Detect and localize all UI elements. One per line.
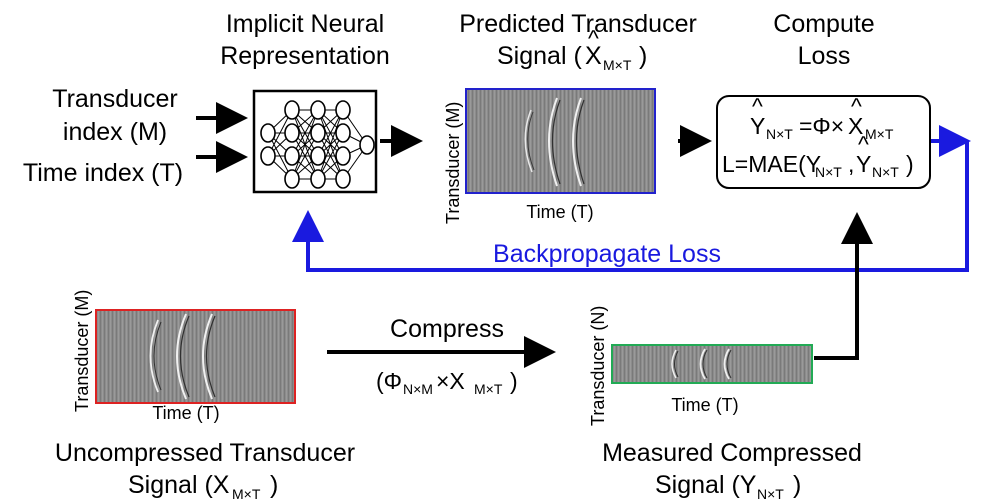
uncompressed-signal-image xyxy=(95,309,296,404)
predicted-y-axis-label: Transducer (M) xyxy=(443,102,463,224)
svg-text:N×T: N×T xyxy=(872,164,899,180)
svg-text:^: ^ xyxy=(858,131,869,157)
svg-text:M×T: M×T xyxy=(603,57,632,73)
svg-text:,: , xyxy=(848,151,854,177)
uncompressed-caption-line1: Uncompressed Transducer xyxy=(55,439,355,467)
svg-text:=Φ×: =Φ× xyxy=(799,113,844,139)
svg-text:^: ^ xyxy=(851,93,862,119)
nn-node xyxy=(335,123,351,143)
svg-text:N×M: N×M xyxy=(403,381,433,397)
svg-text:): ) xyxy=(270,471,278,499)
measured-y-axis-label: Transducer (N) xyxy=(588,306,608,426)
predicted-x-axis-label: Time (T) xyxy=(526,202,593,222)
svg-text:X: X xyxy=(848,113,863,139)
svg-text:M×T: M×T xyxy=(232,486,261,502)
measured-caption-line2: Signal (Y N×T ) xyxy=(655,471,801,502)
compress-formula: (Φ N×M ×X M×T ) xyxy=(376,368,518,397)
nn-edge xyxy=(291,109,319,180)
uncompressed-y-axis-label: Transducer (M) xyxy=(72,290,92,412)
nn-node xyxy=(260,146,276,166)
nn-edge xyxy=(317,109,344,180)
svg-text:): ) xyxy=(510,368,518,394)
uncompressed-caption-line2: Signal (X M×T ) xyxy=(128,471,278,502)
svg-text:Signal (X: Signal (X xyxy=(128,471,230,499)
measured-to-loss-arrow xyxy=(814,212,873,360)
svg-text:M×T: M×T xyxy=(474,381,503,397)
svg-text:N×T: N×T xyxy=(757,486,784,502)
svg-text:): ) xyxy=(906,151,914,177)
neural-network-icon xyxy=(252,89,378,194)
backpropagate-label: Backpropagate Loss xyxy=(493,240,721,268)
loss-title-line1: Compute xyxy=(773,10,874,38)
nn-node xyxy=(284,169,300,189)
nn-node xyxy=(284,123,300,143)
nn-node xyxy=(359,135,375,155)
svg-text:X: X xyxy=(585,42,602,70)
compress-label: Compress xyxy=(390,315,504,343)
svg-text:Signal (: Signal ( xyxy=(497,42,582,70)
svg-text:^: ^ xyxy=(588,25,599,51)
inr-title-line1: Implicit Neural xyxy=(226,10,384,38)
svg-text:): ) xyxy=(793,471,801,499)
measured-caption-line1: Measured Compressed xyxy=(602,439,862,467)
nn-node xyxy=(310,146,326,166)
svg-text:L=MAE(Y: L=MAE(Y xyxy=(722,151,821,177)
nn-node xyxy=(284,100,300,120)
nn-node xyxy=(310,100,326,120)
svg-text:(Φ: (Φ xyxy=(376,368,402,394)
svg-text:N×T: N×T xyxy=(766,126,793,142)
svg-text:×X: ×X xyxy=(436,368,465,394)
loss-box: Y ^ N×T =Φ× X ^ M×T L=MAE(Y N×T , Y ^ N×… xyxy=(716,93,931,189)
svg-text:^: ^ xyxy=(752,93,763,119)
predicted-title-line2: Signal ( X ^ M×T ) xyxy=(497,25,647,73)
nn-node xyxy=(260,123,276,143)
svg-text:Y: Y xyxy=(856,151,871,177)
nn-node xyxy=(310,123,326,143)
predicted-title-line1: Predicted Transducer xyxy=(459,10,697,38)
nn-node xyxy=(335,146,351,166)
nn-node xyxy=(310,169,326,189)
input-time-label: Time index (T) xyxy=(23,159,183,187)
measured-x-axis-label: Time (T) xyxy=(671,395,738,415)
input-transducer-label-2: index (M) xyxy=(63,118,167,146)
uncompressed-x-axis-label: Time (T) xyxy=(152,403,219,423)
svg-text:Y: Y xyxy=(750,113,765,139)
predicted-signal-image xyxy=(465,88,656,194)
inr-title-line2: Representation xyxy=(220,42,390,70)
svg-text:Signal (Y: Signal (Y xyxy=(655,471,757,499)
measured-signal-image xyxy=(611,344,813,384)
nn-node xyxy=(335,169,351,189)
input-transducer-label-1: Transducer xyxy=(52,85,178,113)
svg-text:M×T: M×T xyxy=(865,126,894,142)
svg-text:N×T: N×T xyxy=(815,164,842,180)
nn-node xyxy=(335,100,351,120)
svg-text:): ) xyxy=(639,42,647,70)
nn-node xyxy=(284,146,300,166)
loss-title-line2: Loss xyxy=(798,42,851,70)
backpropagate-path xyxy=(292,125,971,272)
